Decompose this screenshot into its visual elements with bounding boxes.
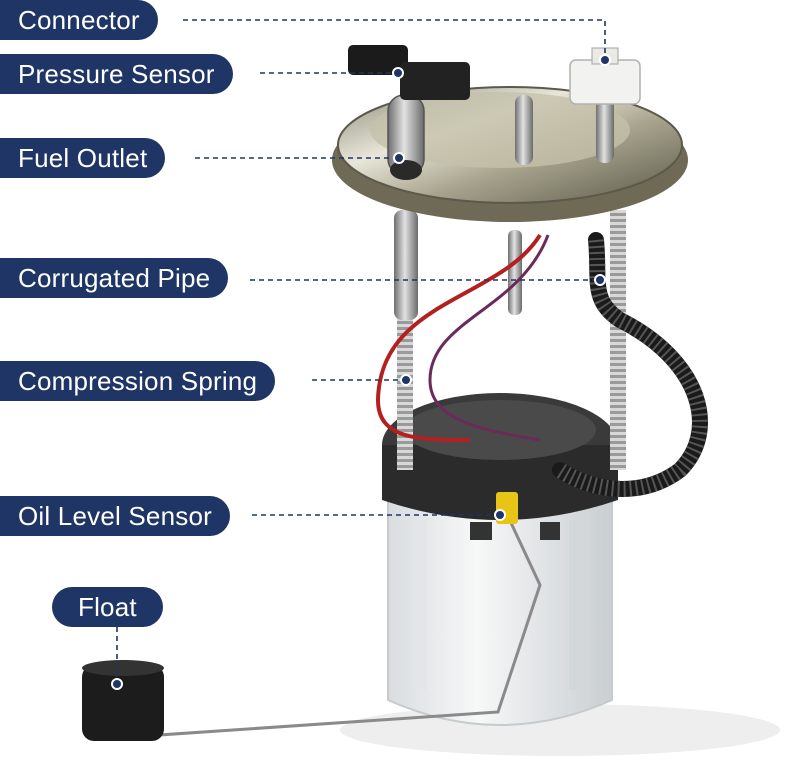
dot-connector xyxy=(599,54,611,66)
fuel-outlet-opening xyxy=(390,160,422,180)
flange-nipple xyxy=(515,95,533,165)
dot-fuel-outlet xyxy=(393,152,405,164)
callout-dots xyxy=(111,54,611,690)
label-corrugated-pipe: Corrugated Pipe xyxy=(0,258,229,298)
leader-lines xyxy=(116,19,606,682)
pump-head-top xyxy=(404,400,596,460)
flange-nipple xyxy=(596,88,614,163)
corrugated-pipe-ridges xyxy=(555,239,708,497)
canister-slot xyxy=(470,522,492,540)
label-float: Float xyxy=(52,587,163,627)
float-body xyxy=(82,660,164,741)
dot-oil-level-sensor xyxy=(494,509,506,521)
return-tube xyxy=(508,230,522,315)
float-arm xyxy=(114,509,542,740)
purple-wire xyxy=(428,234,550,442)
label-fuel-outlet: Fuel Outlet xyxy=(0,138,166,178)
dot-corrugated-pipe xyxy=(594,274,606,286)
label-pressure-sensor: Pressure Sensor xyxy=(0,54,233,94)
pressure-sensor-plug xyxy=(400,62,470,100)
fuel-tube xyxy=(394,210,418,320)
flange-dome xyxy=(370,92,630,168)
label-oil-level-sensor: Oil Level Sensor xyxy=(0,496,230,536)
label-compression-spring: Compression Spring xyxy=(0,361,276,401)
dot-pressure-sensor xyxy=(392,67,404,79)
label-connector: Connector xyxy=(0,0,158,40)
red-wire xyxy=(375,233,542,442)
compression-spring-right xyxy=(610,210,626,470)
pressure-sensor-body xyxy=(348,45,408,75)
white-connector xyxy=(569,59,641,105)
dot-float xyxy=(111,678,123,690)
dot-compression-spring xyxy=(400,374,412,386)
canister-slot xyxy=(540,522,560,540)
